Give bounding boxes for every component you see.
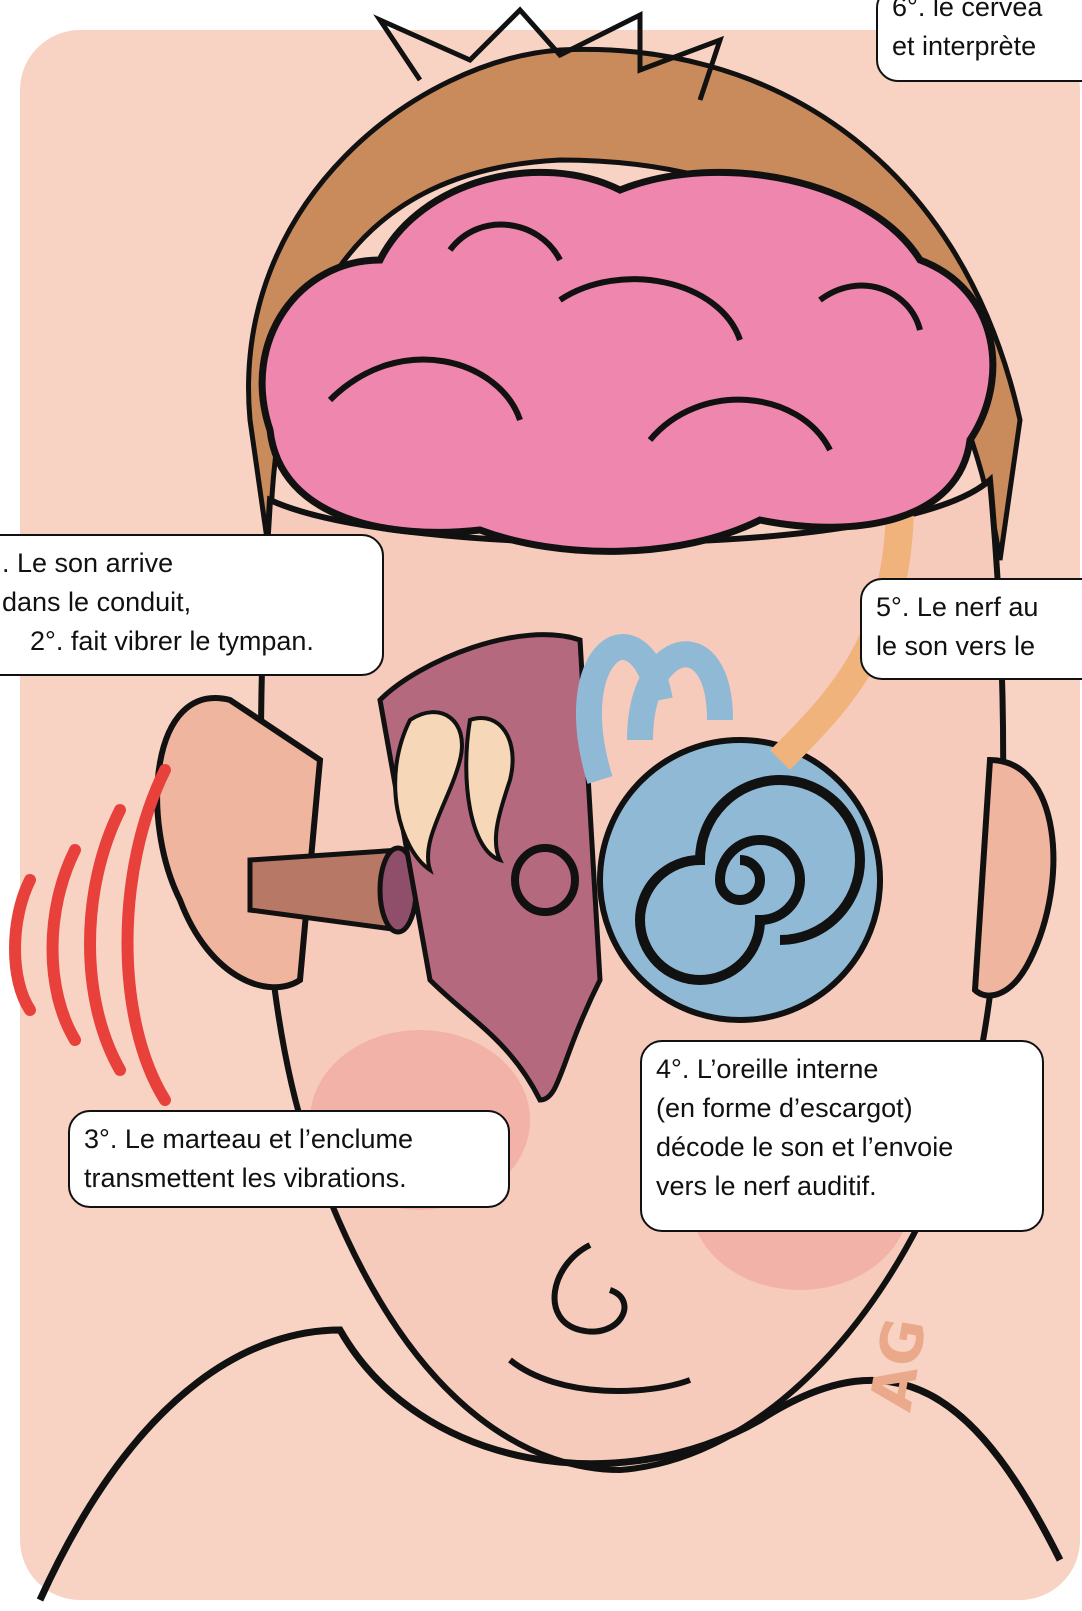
label-inner-ear-line-4: vers le nerf auditif.	[656, 1167, 1028, 1206]
label-ossicles-line-2: transmettent les vibrations.	[84, 1159, 494, 1198]
label-ossicles-line-1: 3°. Le marteau et l’enclume	[84, 1120, 494, 1159]
label-ossicles: 3°. Le marteau et l’enclume transmettent…	[68, 1110, 510, 1208]
label-nerve-line-1: 5°. Le nerf au	[876, 588, 1082, 627]
label-nerve-line-2: le son vers le	[876, 627, 1082, 666]
label-inner-ear-line-2: (en forme d’escargot)	[656, 1089, 1028, 1128]
cochlea	[600, 740, 880, 1020]
label-inner-ear-line-3: décode le son et l’envoie	[656, 1128, 1028, 1167]
label-canal-line-3: 2°. fait vibrer le tympan.	[2, 622, 368, 661]
label-brain-line-2: et interprète	[892, 27, 1082, 66]
label-inner-ear: 4°. L’oreille interne (en forme d’escarg…	[640, 1040, 1044, 1232]
label-inner-ear-line-1: 4°. L’oreille interne	[656, 1050, 1028, 1089]
label-auditory-nerve: 5°. Le nerf au le son vers le	[860, 578, 1082, 680]
label-sound-canal: . Le son arrive dans le conduit, 2°. fai…	[0, 534, 384, 676]
label-brain-line-1: 6°. le cervea	[892, 0, 1082, 27]
label-canal-line-2: dans le conduit,	[2, 583, 368, 622]
label-brain: 6°. le cervea et interprète	[876, 0, 1082, 82]
label-canal-line-1: . Le son arrive	[2, 544, 368, 583]
